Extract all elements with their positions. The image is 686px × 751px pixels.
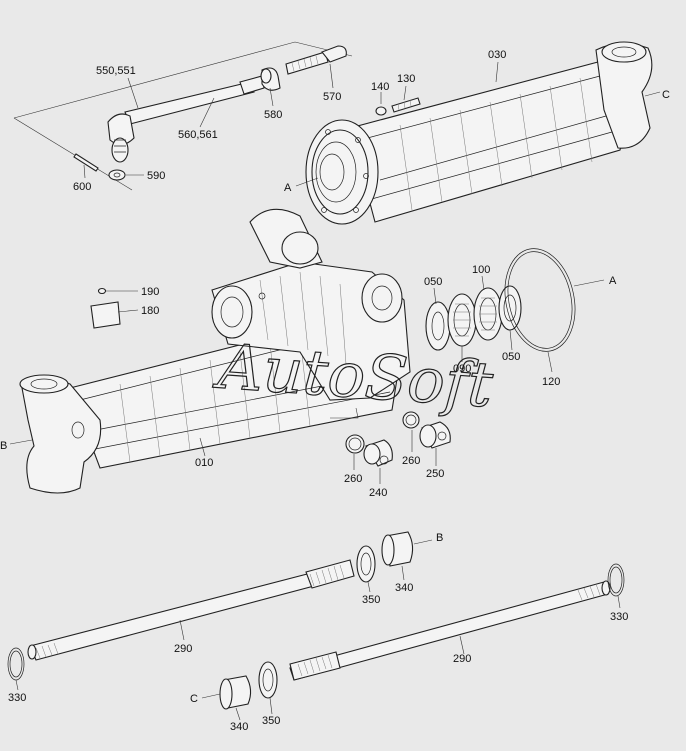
- callout-a-top: A: [284, 182, 292, 194]
- callout-140: 140: [371, 81, 389, 93]
- bearing-set: [425, 248, 605, 373]
- tie-rod-assembly: [13, 41, 353, 191]
- drive-shaft-upper: [7, 531, 433, 691]
- callout-240: 240: [369, 487, 387, 499]
- callout-b-mid: B: [436, 532, 443, 544]
- callout-130: 130: [397, 73, 415, 85]
- callout-340-upper: 340: [395, 582, 413, 594]
- callout-330-right: 330: [610, 611, 628, 623]
- callout-350-upper: 350: [362, 594, 380, 606]
- callout-600: 600: [73, 181, 91, 193]
- callout-180: 180: [141, 305, 159, 317]
- callout-260-left: 260: [344, 473, 362, 485]
- callout-c-top: C: [662, 89, 670, 101]
- callout-050-lower: 050: [502, 351, 520, 363]
- callout-590: 590: [147, 170, 165, 182]
- callout-250: 250: [426, 468, 444, 480]
- axle-housing-main: [9, 208, 411, 494]
- callout-290-lower: 290: [453, 653, 471, 665]
- callout-350-lower: 350: [262, 715, 280, 727]
- drain-plugs: [345, 411, 451, 484]
- plug-and-plate: [90, 287, 139, 329]
- callout-330-left: 330: [8, 692, 26, 704]
- callout-050-upper: 050: [424, 276, 442, 288]
- axle-housing-top: [295, 41, 661, 225]
- drive-shaft-lower: [201, 563, 625, 721]
- callout-560-561: 560,561: [178, 129, 218, 141]
- callout-120: 120: [542, 376, 560, 388]
- callout-190: 190: [141, 286, 159, 298]
- callout-c-bottom: C: [190, 693, 198, 705]
- callout-090: 090: [453, 363, 471, 375]
- callout-340-lower: 340: [230, 721, 248, 733]
- callout-a-right: A: [609, 275, 617, 287]
- callout-010: 010: [195, 457, 213, 469]
- callout-b-left: B: [0, 440, 7, 452]
- callout-100: 100: [472, 264, 490, 276]
- callout-570: 570: [323, 91, 341, 103]
- callout-550-551: 550,551: [96, 65, 136, 77]
- callout-260-right: 260: [402, 455, 420, 467]
- callout-580: 580: [264, 109, 282, 121]
- callout-labels: 550,551 560,561 580 570 600 590 140 130 …: [0, 49, 670, 733]
- callout-030: 030: [488, 49, 506, 61]
- callout-290-upper: 290: [174, 643, 192, 655]
